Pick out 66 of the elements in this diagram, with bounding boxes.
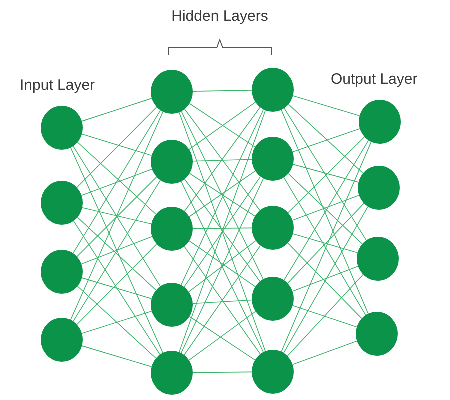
neuron-circle xyxy=(357,237,399,281)
connection-line xyxy=(81,236,153,265)
connection-line xyxy=(70,112,164,320)
connection-line xyxy=(288,242,362,320)
neuron-circle xyxy=(359,100,401,144)
connection-line xyxy=(82,278,152,300)
layer-label: Output Layer xyxy=(331,71,418,89)
connection-line xyxy=(72,110,162,254)
connection-line xyxy=(76,176,158,258)
connection-line xyxy=(73,146,161,287)
connection-line xyxy=(292,305,358,328)
connection-line xyxy=(292,340,358,366)
connection-line xyxy=(77,286,157,359)
connection-line xyxy=(284,177,366,316)
layer-label: Input Layer xyxy=(20,77,96,95)
layer-label: Hidden Layers xyxy=(172,8,268,26)
connection-line xyxy=(82,311,152,334)
neuron-circle xyxy=(252,350,294,394)
neuron-circle xyxy=(252,137,294,181)
connection-line xyxy=(192,372,252,374)
neuron-circle xyxy=(151,351,193,395)
neuron-circle xyxy=(151,70,193,114)
connection-line xyxy=(76,106,158,188)
connection-line xyxy=(82,134,152,156)
neuron-circle xyxy=(151,207,193,251)
connection-line xyxy=(82,98,152,122)
connection-line xyxy=(73,220,161,356)
connection-line xyxy=(292,164,360,183)
connection-line xyxy=(292,128,360,152)
connection-line xyxy=(292,96,360,116)
connection-line xyxy=(287,203,365,284)
neuron-circle xyxy=(358,166,400,210)
connection-line xyxy=(292,195,360,221)
connection-line xyxy=(283,206,369,354)
connection-line xyxy=(192,300,252,304)
neuron-circle xyxy=(252,206,294,250)
connection-line xyxy=(288,173,363,245)
neuron-circle xyxy=(151,283,193,327)
neuron-circle xyxy=(252,277,294,321)
connection-line xyxy=(73,180,161,322)
connection-line xyxy=(284,140,370,281)
connection-line xyxy=(192,90,252,92)
connection-line xyxy=(287,274,364,357)
connection-line xyxy=(281,110,369,314)
neuron-circle xyxy=(252,68,294,112)
connection-line xyxy=(292,266,359,292)
connection-line xyxy=(292,234,358,254)
connection-line xyxy=(284,108,367,241)
connection-line xyxy=(70,148,164,354)
neuron-circle xyxy=(356,312,398,356)
connection-line xyxy=(281,142,372,352)
neuron-circle xyxy=(41,181,83,225)
connection-line xyxy=(288,136,366,214)
connection-line xyxy=(192,159,252,162)
neuron-circle xyxy=(151,140,193,184)
connection-line xyxy=(81,168,153,196)
connection-line xyxy=(82,207,152,225)
neuron-circle xyxy=(41,250,83,294)
connection-line xyxy=(82,346,152,368)
connection-line xyxy=(288,104,364,174)
neuron-circle xyxy=(41,318,83,362)
neuron-circle xyxy=(41,106,83,150)
connection-line xyxy=(77,142,157,215)
connection-line xyxy=(192,228,252,230)
connection-line xyxy=(77,217,157,291)
connection-line xyxy=(76,244,158,326)
